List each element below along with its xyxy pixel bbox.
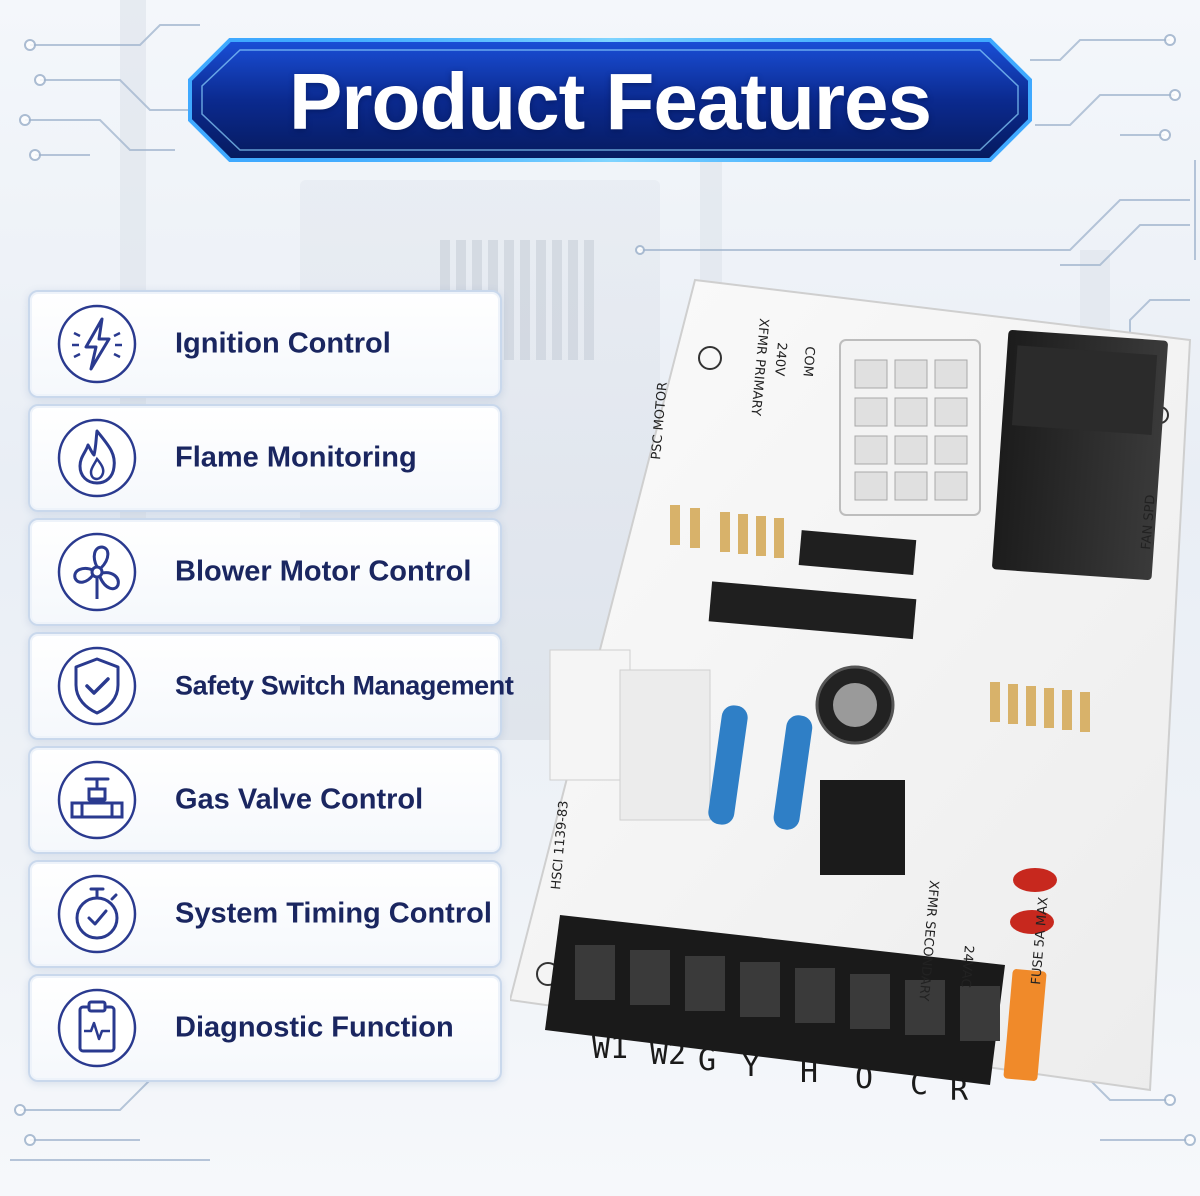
terminal-label-w2: W2	[650, 1037, 686, 1072]
flame-icon	[57, 418, 137, 498]
control-board-image: W1 W2 G Y H O C R XFMR PRIMARY 240V COM …	[510, 250, 1200, 1110]
valve-icon	[57, 760, 137, 840]
feature-card-timing: System Timing Control	[28, 860, 502, 968]
shield-check-icon	[57, 646, 137, 726]
terminal-label-h: H	[800, 1055, 818, 1090]
fan-icon	[57, 532, 137, 612]
feature-card-blower: Blower Motor Control	[28, 518, 502, 626]
lightning-icon	[57, 304, 137, 384]
feature-label: Safety Switch Management	[175, 670, 514, 701]
marking-240v: 240V	[771, 342, 789, 377]
title-banner: Product Features	[180, 30, 1040, 170]
feature-label: System Timing Control	[175, 897, 492, 930]
feature-label: Diagnostic Function	[175, 1011, 454, 1044]
terminal-label-r: R	[950, 1073, 969, 1108]
feature-card-diagnostic: Diagnostic Function	[28, 974, 502, 1082]
marking-fan-spd: FAN SPD	[1139, 494, 1159, 550]
terminal-label-g: G	[698, 1043, 716, 1078]
banner-title: Product Features	[289, 57, 932, 146]
feature-list: Ignition Control Flame Monitoring Blower…	[28, 290, 514, 1088]
stopwatch-icon	[57, 874, 137, 954]
terminal-label-w1: W1	[592, 1031, 628, 1066]
terminal-label-o: O	[855, 1061, 873, 1096]
feature-card-safety: Safety Switch Management	[28, 632, 514, 740]
feature-label: Blower Motor Control	[175, 555, 472, 588]
terminal-label-c: C	[910, 1067, 928, 1102]
marking-com-primary: COM	[799, 346, 817, 378]
feature-label: Gas Valve Control	[175, 783, 424, 816]
terminal-label-y: Y	[742, 1049, 760, 1084]
feature-card-ignition: Ignition Control	[28, 290, 502, 398]
feature-label: Ignition Control	[175, 327, 391, 360]
feature-card-gas-valve: Gas Valve Control	[28, 746, 502, 854]
feature-label: Flame Monitoring	[175, 441, 417, 474]
marking-24vac: 24VAC	[957, 945, 976, 989]
marking-psc-motor: PSC MOTOR	[649, 381, 671, 460]
feature-card-flame: Flame Monitoring	[28, 404, 502, 512]
clipboard-pulse-icon	[57, 988, 137, 1068]
control-board: W1 W2 G Y H O C R XFMR PRIMARY 240V COM …	[510, 278, 1192, 1108]
